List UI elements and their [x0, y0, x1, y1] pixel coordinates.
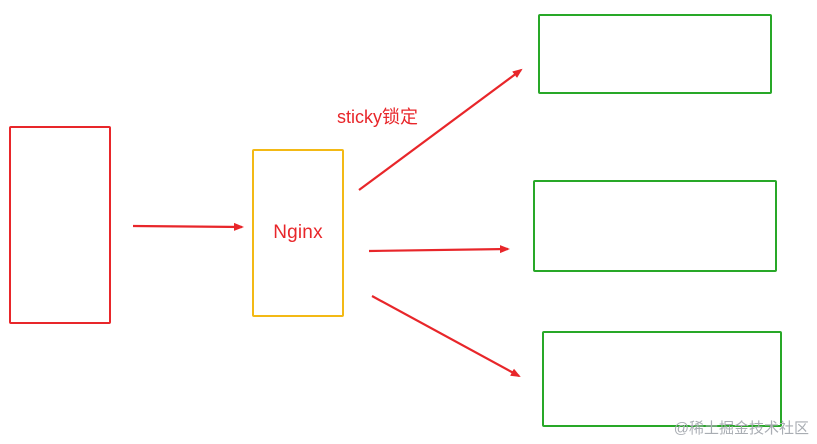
server-box-bottom [542, 331, 782, 427]
watermark: @稀土掘金技术社区 [673, 420, 809, 437]
nginx-box: Nginx [252, 149, 344, 317]
arrow-nginx-to-server-bottom [371, 295, 521, 377]
arrow-nginx-to-server-top [358, 68, 523, 191]
client-box [9, 126, 111, 324]
nginx-label: Nginx [273, 222, 323, 243]
sticky-lock-label: sticky锁定 [337, 107, 418, 127]
arrow-nginx-to-server-middle [368, 245, 510, 254]
server-box-top [538, 14, 772, 94]
server-box-middle [533, 180, 777, 272]
arrow-client-to-nginx [132, 222, 244, 231]
